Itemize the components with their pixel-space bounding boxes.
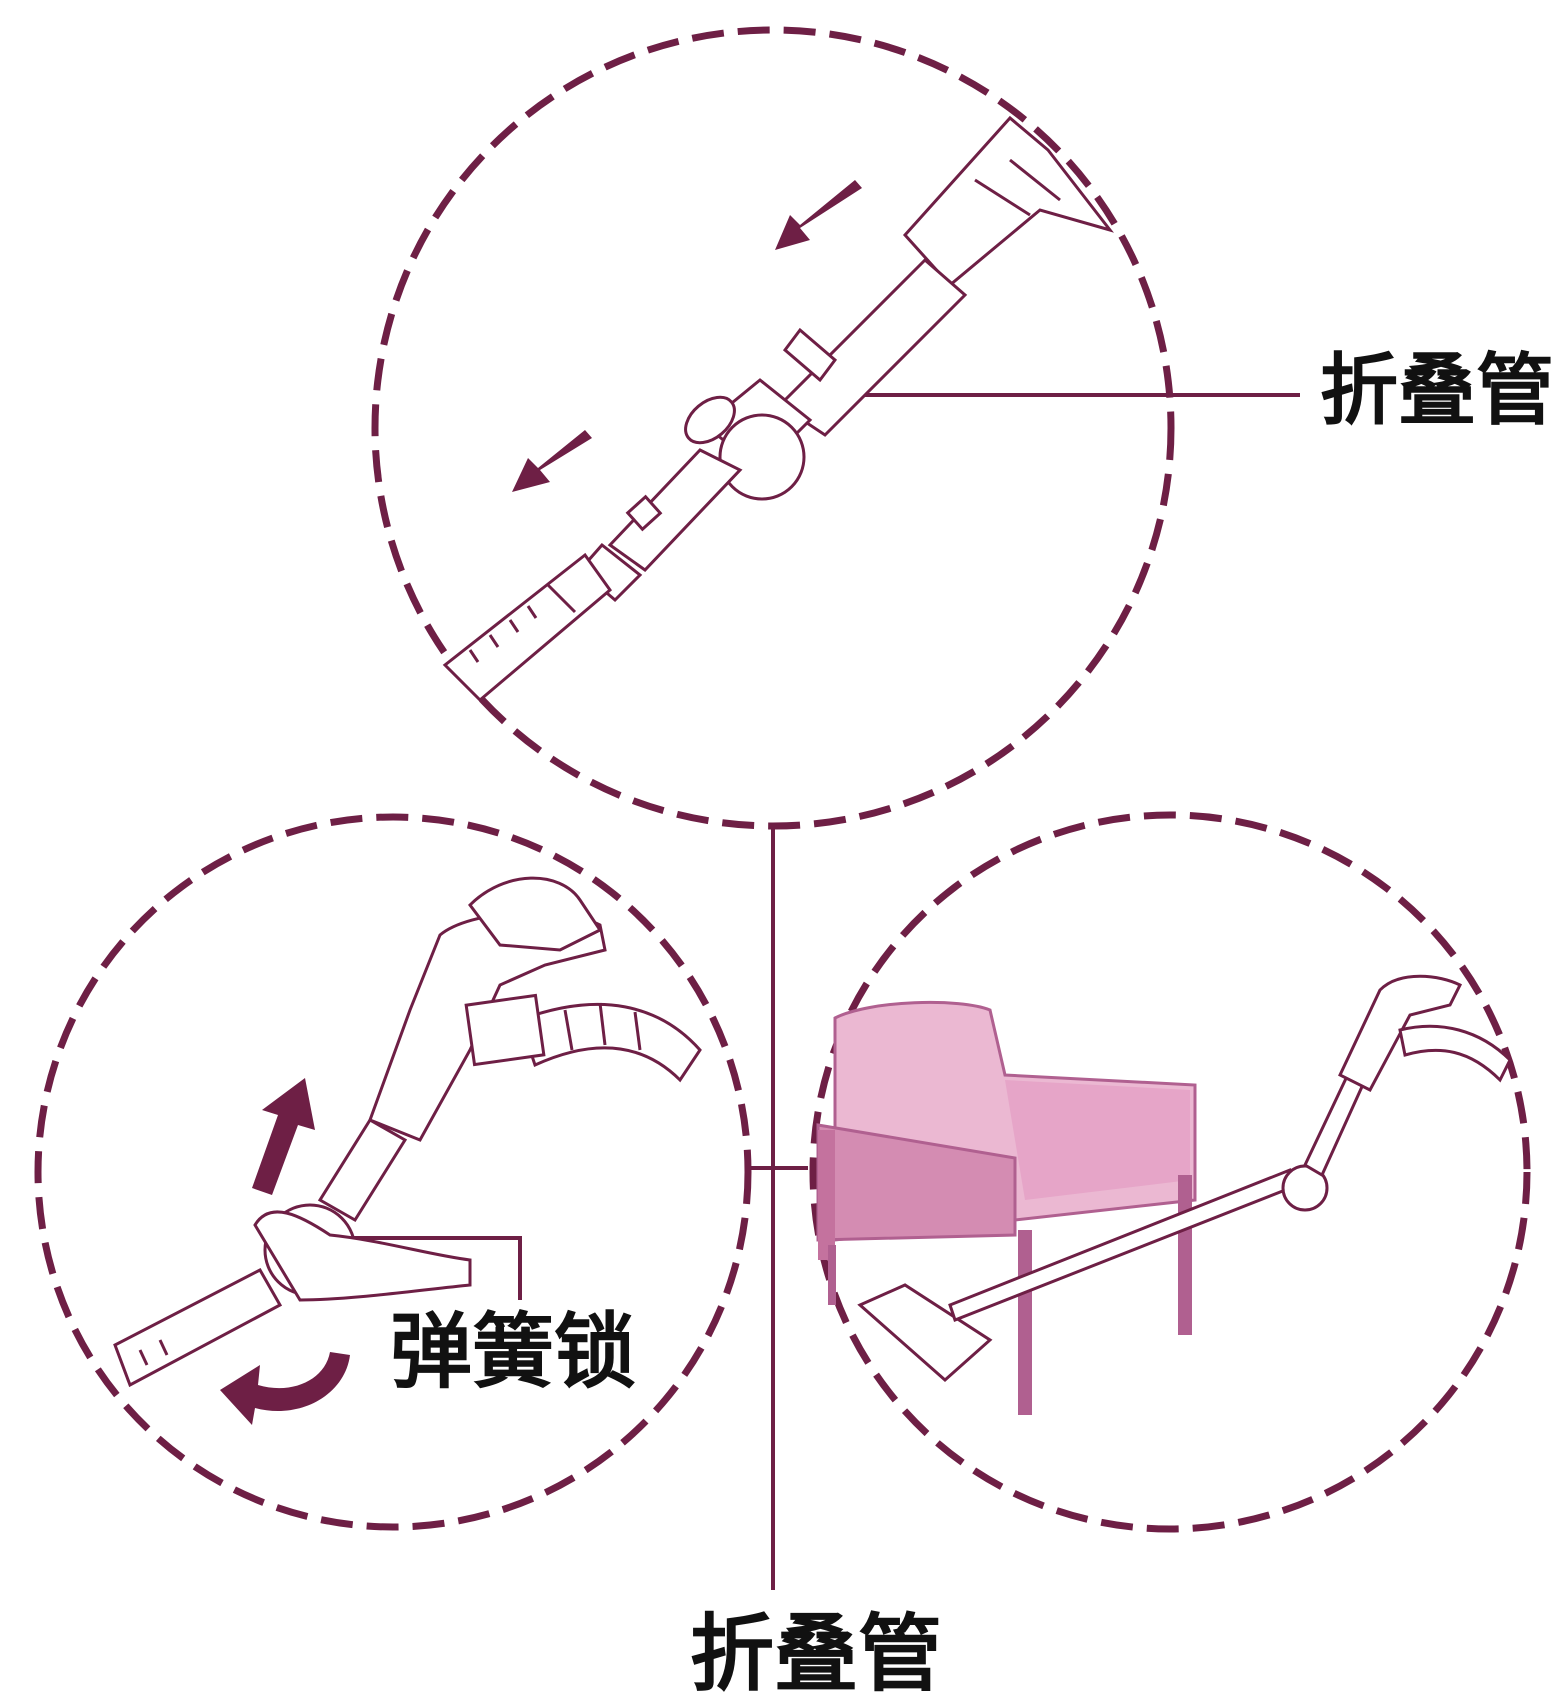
armchair: [816, 1000, 1197, 1415]
hose-right: [1398, 1024, 1512, 1083]
wand-lower: [113, 1268, 283, 1388]
rotate-arrow-icon: [220, 1352, 350, 1425]
wand-upper: [317, 1117, 408, 1223]
lock-button: [625, 494, 663, 532]
arrow-down-left-icon: [775, 180, 862, 250]
right-dashed-circle: [809, 811, 1531, 1533]
chair-cushion: [1005, 1080, 1190, 1200]
floor-nozzle: [857, 1283, 993, 1383]
arrow-down-left-icon: [512, 430, 592, 492]
connector-lines: [318, 393, 1300, 1590]
spring-lock-label: 弹簧锁: [390, 1305, 637, 1400]
folding-tube-label-bottom: 折叠管: [690, 1605, 943, 1703]
left-dashed-circle: [34, 813, 752, 1531]
handle-assembly-left: [113, 876, 702, 1388]
folding-tube-label-top: 折叠管: [1320, 346, 1555, 436]
chair-side: [818, 1130, 835, 1260]
left-circle-detail: [34, 813, 752, 1531]
tube-ticks: [468, 605, 538, 663]
tube-assembly-top: [442, 115, 1114, 703]
hand-upper: [468, 876, 603, 952]
vacuum-under-chair: [857, 974, 1512, 1383]
chair-leg-back: [1178, 1175, 1192, 1335]
callout-line-spring: [318, 1236, 522, 1300]
right-circle-detail: [809, 811, 1531, 1533]
lower-tube: [442, 552, 613, 703]
arrow-up-right-icon: [252, 1078, 315, 1195]
chair-leg-front: [1018, 1230, 1032, 1415]
hand-lower: [253, 1210, 472, 1302]
top-circle-detail: [371, 26, 1175, 830]
hose: [518, 1002, 702, 1083]
top-dashed-circle: [371, 26, 1175, 830]
